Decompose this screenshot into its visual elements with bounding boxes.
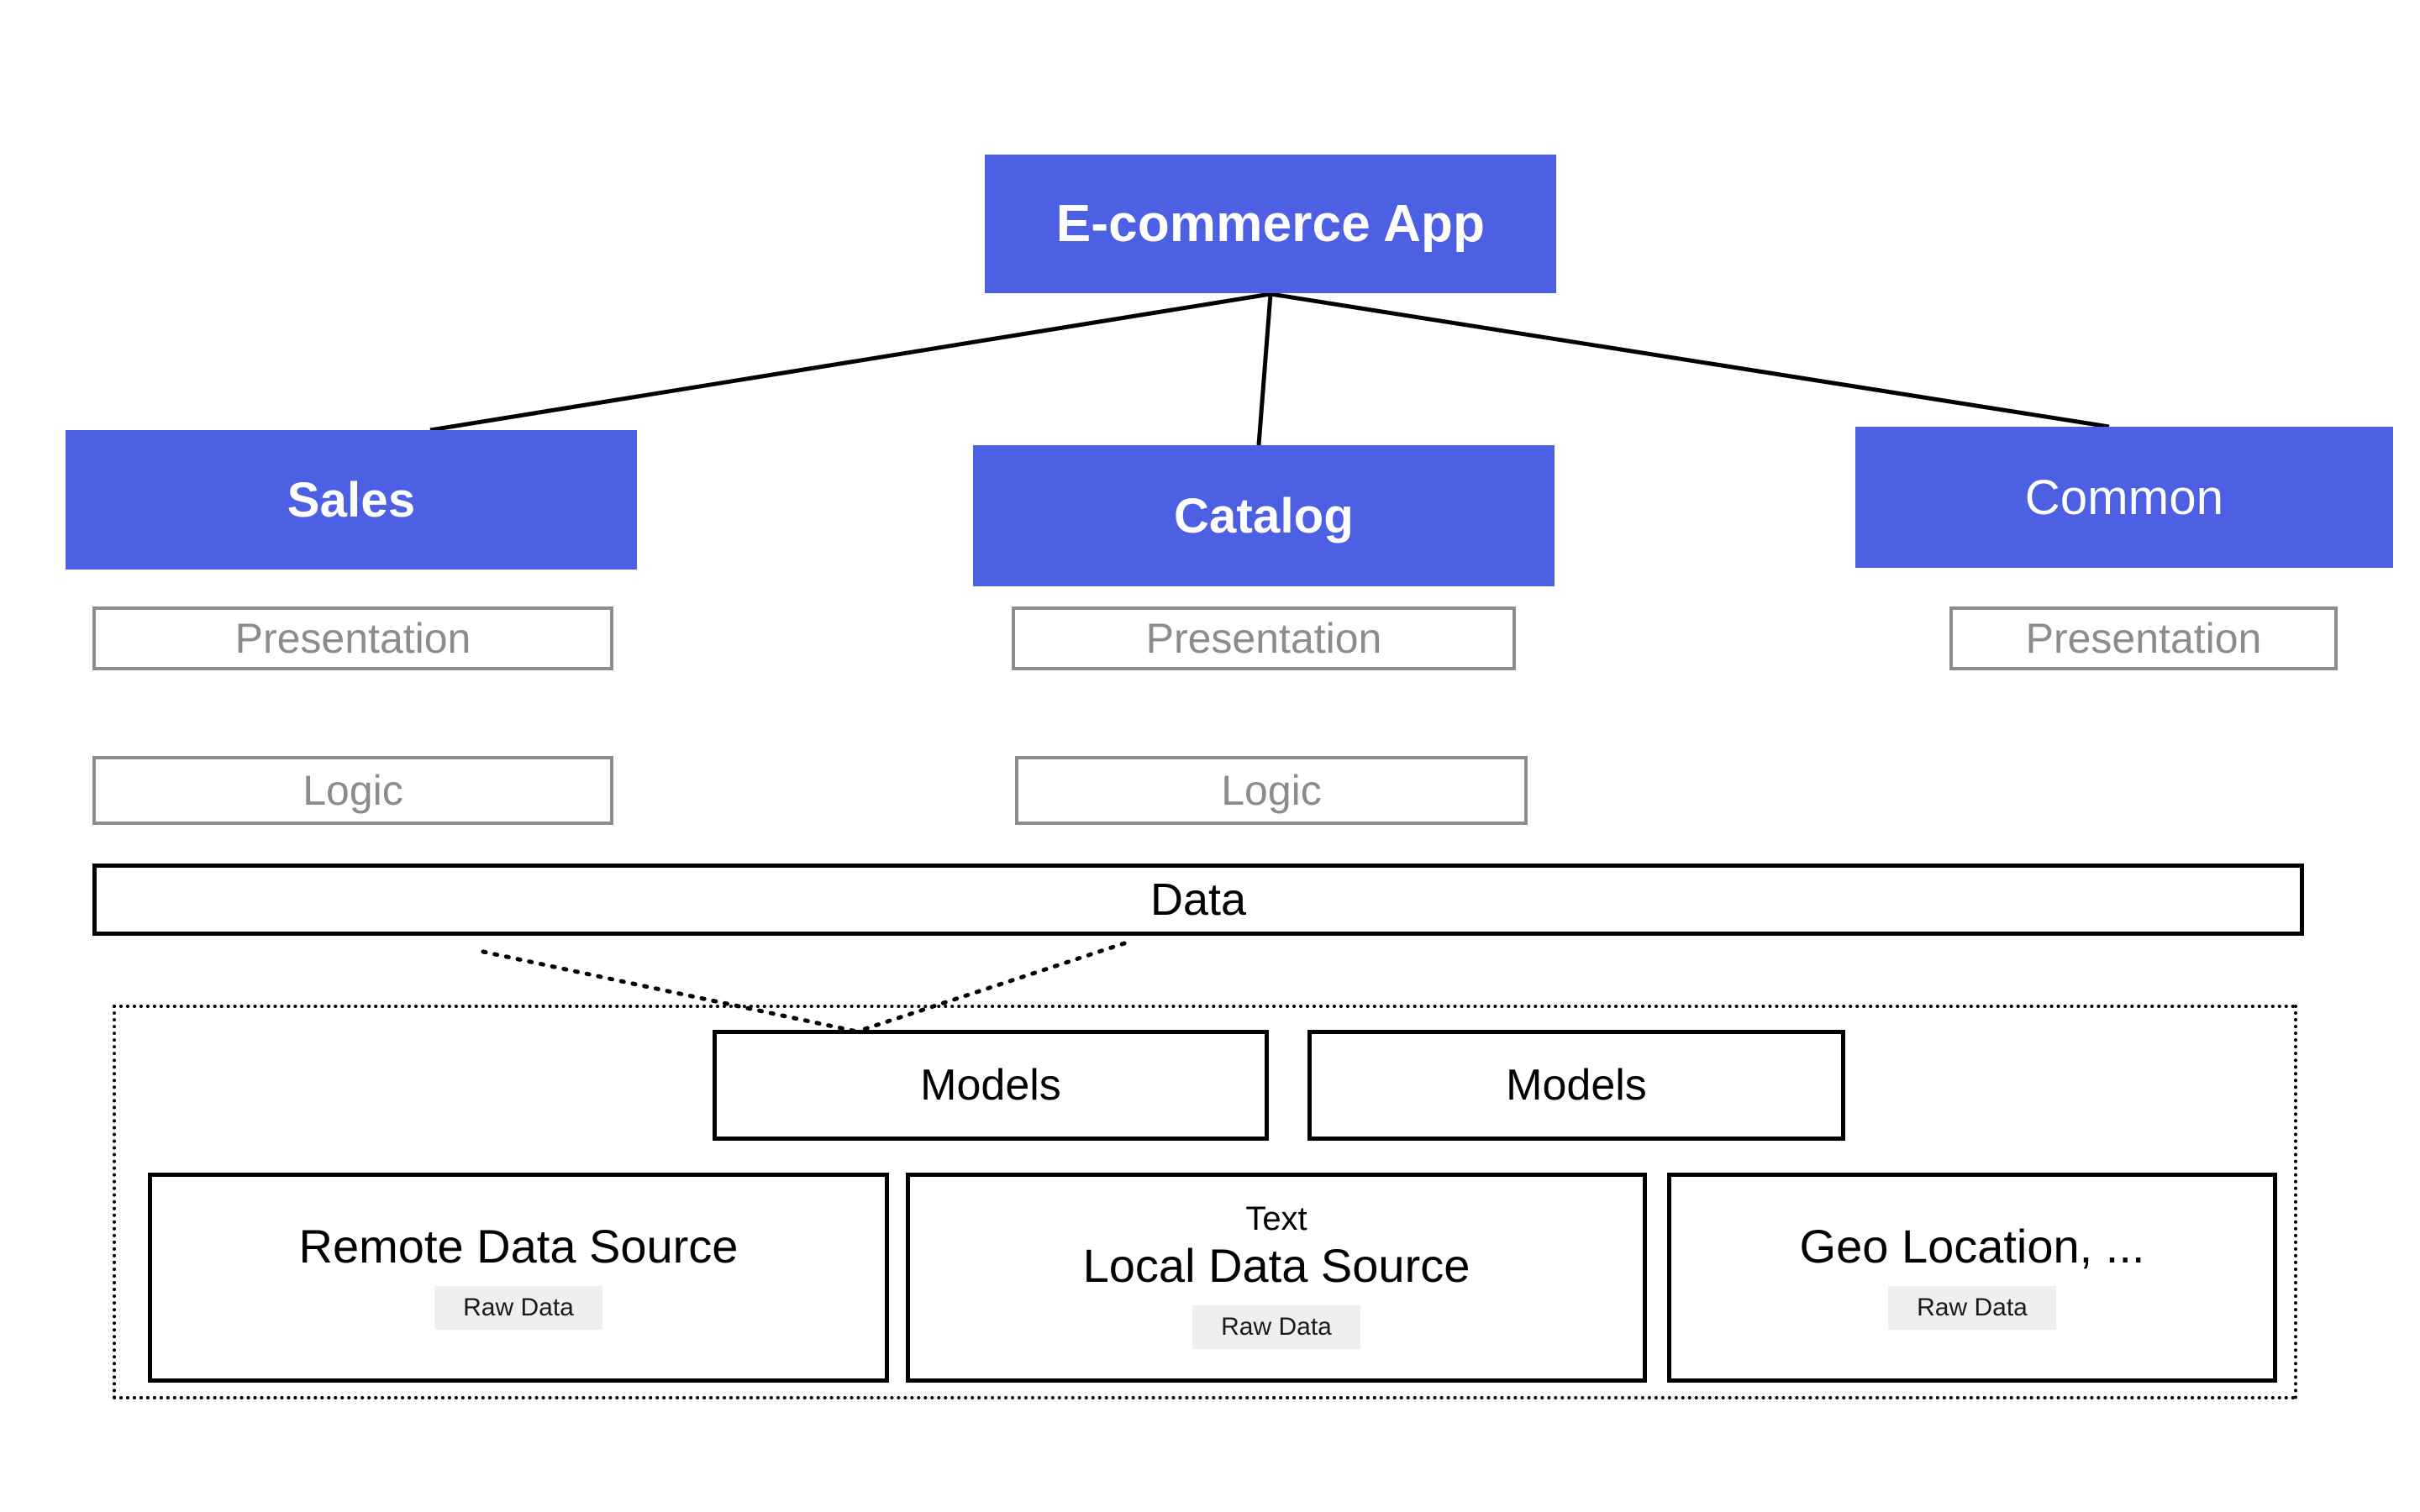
- node-module-sales-label: Sales: [287, 472, 416, 528]
- node-local-data-source-title: Local Data Source: [1082, 1238, 1470, 1292]
- node-module-catalog-label: Catalog: [1173, 488, 1355, 543]
- node-ecommerce-app[interactable]: E-commerce App: [985, 155, 1556, 293]
- layer-presentation-common[interactable]: Presentation: [1949, 606, 2338, 670]
- layer-data-bar[interactable]: Data: [92, 864, 2304, 936]
- layer-logic-catalog-label: Logic: [1221, 767, 1322, 814]
- node-module-common[interactable]: Common: [1855, 427, 2393, 568]
- node-geo-location-source-title: Geo Location, ...: [1799, 1219, 2145, 1273]
- node-remote-data-source[interactable]: Remote Data Source Raw Data: [148, 1173, 889, 1383]
- node-remote-data-source-title: Remote Data Source: [298, 1219, 739, 1273]
- layer-logic-sales[interactable]: Logic: [92, 756, 613, 825]
- edge-app-to-catalog: [1256, 293, 1273, 446]
- layer-presentation-sales-label: Presentation: [234, 615, 471, 662]
- layer-logic-sales-label: Logic: [302, 767, 403, 814]
- node-models-right[interactable]: Models: [1307, 1030, 1845, 1141]
- edge-app-to-common: [1270, 291, 2110, 429]
- node-module-common-label: Common: [2024, 470, 2224, 525]
- layer-logic-catalog[interactable]: Logic: [1015, 756, 1528, 825]
- layer-presentation-catalog-label: Presentation: [1145, 615, 1382, 662]
- node-local-data-source[interactable]: Text Local Data Source Raw Data: [906, 1173, 1647, 1383]
- node-local-data-source-subtitle: Text: [1245, 1200, 1307, 1237]
- node-geo-location-source[interactable]: Geo Location, ... Raw Data: [1667, 1173, 2277, 1383]
- node-module-catalog[interactable]: Catalog: [973, 445, 1555, 586]
- layer-presentation-common-label: Presentation: [2025, 615, 2262, 662]
- node-models-left-label: Models: [920, 1061, 1061, 1110]
- raw-data-chip-geo: Raw Data: [1888, 1285, 2056, 1331]
- layer-data-bar-label: Data: [1150, 874, 1247, 925]
- node-models-right-label: Models: [1506, 1061, 1647, 1110]
- raw-data-chip-remote: Raw Data: [434, 1285, 602, 1331]
- layer-presentation-sales[interactable]: Presentation: [92, 606, 613, 670]
- node-ecommerce-app-label: E-commerce App: [1055, 195, 1486, 253]
- layer-presentation-catalog[interactable]: Presentation: [1012, 606, 1516, 670]
- node-module-sales[interactable]: Sales: [66, 430, 637, 570]
- raw-data-chip-local: Raw Data: [1192, 1305, 1360, 1350]
- node-models-left[interactable]: Models: [713, 1030, 1269, 1141]
- edge-app-to-sales: [429, 291, 1271, 433]
- data-layer-container: [113, 1005, 2297, 1399]
